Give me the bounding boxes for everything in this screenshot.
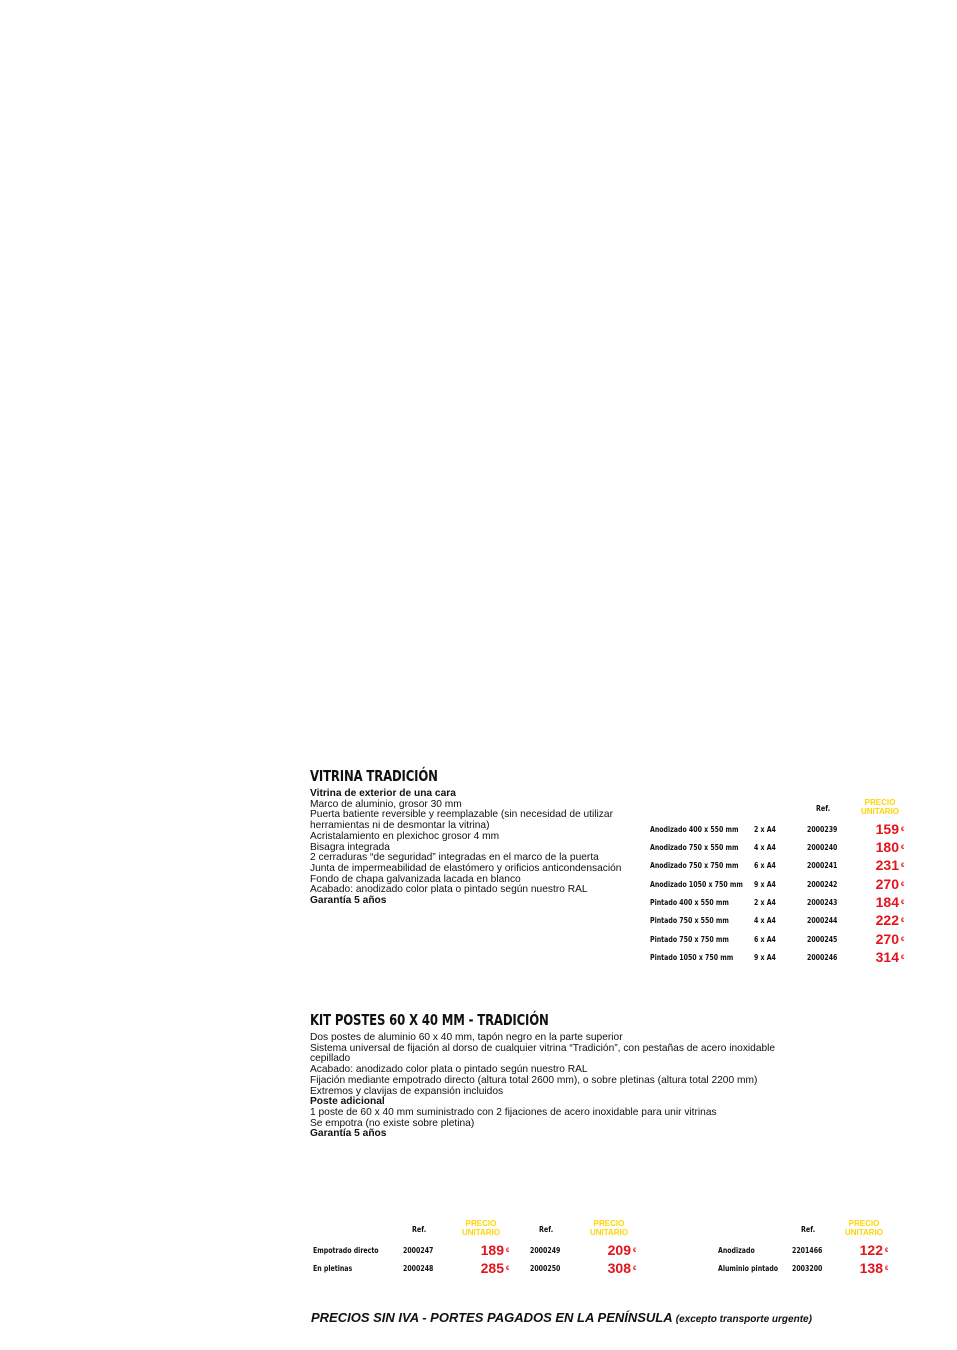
ref-cell: 2000245: [807, 935, 838, 944]
ref-cell: 2000250: [530, 1264, 561, 1273]
ref-header: Ref.: [816, 804, 831, 813]
ref-cell: 2000243: [807, 898, 838, 907]
vitrina-subtitle: Vitrina de exterior de una cara: [310, 788, 456, 799]
price-cell: 189: [480, 1242, 504, 1258]
model-cell: Anodizado 400 x 550 mm: [650, 825, 739, 834]
euro-sign: €: [901, 845, 905, 851]
kit-line: Extremos y clavijas de expansión incluid…: [310, 1085, 504, 1097]
price-header: PRECIO UNITARIO: [860, 798, 900, 816]
model-cell: Pintado 750 x 750 mm: [650, 935, 729, 944]
price-header: PRECIO UNITARIO: [844, 1219, 884, 1237]
ref-cell: 2000239: [807, 825, 838, 834]
vitrina-line: Puerta batiente reversible y reemplazabl…: [310, 809, 613, 832]
ref-header: Ref.: [539, 1225, 554, 1234]
vitrina-title: VITRINA TRADICIÓN: [310, 767, 438, 785]
euro-sign: €: [506, 1248, 510, 1254]
format-cell: 2 x A4: [754, 898, 776, 907]
finish-label: Aluminio pintado: [718, 1264, 779, 1273]
ref-cell: 2000247: [403, 1246, 434, 1255]
vitrina-line: Bisagra integrada: [310, 841, 390, 853]
model-cell: Anodizado 750 x 750 mm: [650, 861, 739, 870]
format-cell: 6 x A4: [754, 861, 776, 870]
ref-cell: 2003200: [792, 1264, 823, 1273]
price-cell: 285: [480, 1260, 504, 1276]
price-header: PRECIO UNITARIO: [589, 1219, 629, 1237]
footer-notice: PRECIOS SIN IVA - PORTES PAGADOS EN LA P…: [311, 1310, 812, 1325]
euro-sign: €: [506, 1266, 510, 1272]
format-cell: 6 x A4: [754, 935, 776, 944]
ref-header: Ref.: [801, 1225, 816, 1234]
vitrina-line: Junta de impermeabilidad de elastómero y…: [310, 862, 622, 874]
footer-note: (excepto transporte urgente): [675, 1314, 812, 1325]
vitrina-line: Fondo de chapa galvanizada lacada en bla…: [310, 873, 521, 885]
kit-line: Acabado: anodizado color plata o pintado…: [310, 1064, 588, 1076]
kit-line: Dos postes de aluminio 60 x 40 mm, tapón…: [310, 1032, 623, 1043]
finish-label: Anodizado: [718, 1246, 755, 1255]
euro-sign: €: [633, 1248, 637, 1254]
price-cell: 138: [859, 1260, 883, 1276]
model-cell: Pintado 400 x 550 mm: [650, 898, 729, 907]
price-cell: 122: [859, 1242, 883, 1258]
footer-main: PRECIOS SIN IVA - PORTES PAGADOS EN LA P…: [311, 1310, 673, 1325]
model-cell: Pintado 1050 x 750 mm: [650, 953, 734, 962]
vitrina-line: Marco de aluminio, grosor 30 mm: [310, 798, 462, 810]
format-cell: 4 x A4: [754, 843, 776, 852]
price-cell: 231: [875, 857, 899, 873]
ref-cell: 2000244: [807, 916, 838, 925]
ref-cell: 2000241: [807, 861, 838, 870]
euro-sign: €: [901, 882, 905, 888]
vitrina-line: Acabado: anodizado color plata o pintado…: [310, 884, 588, 896]
kit-extra-line: Se empotra (no existe sobre pletina): [310, 1117, 475, 1129]
price-cell: 314: [875, 949, 899, 965]
euro-sign: €: [885, 1266, 889, 1272]
euro-sign: €: [901, 918, 905, 924]
price-cell: 184: [875, 894, 899, 910]
mount-label: Empotrado directo: [313, 1246, 379, 1255]
euro-sign: €: [901, 827, 905, 833]
euro-sign: €: [901, 937, 905, 943]
price-cell: 308: [607, 1260, 631, 1276]
model-cell: Pintado 750 x 550 mm: [650, 916, 729, 925]
vitrina-description: Vitrina de exterior de una cara Marco de…: [310, 788, 645, 907]
ref-cell: 2000249: [530, 1246, 561, 1255]
ref-cell: 2000246: [807, 953, 838, 962]
vitrina-line: Acristalamiento en plexichoc grosor 4 mm: [310, 830, 500, 842]
ref-cell: 2000240: [807, 843, 838, 852]
vitrina-line: 2 cerraduras “de seguridad” integradas e…: [310, 852, 599, 864]
euro-sign: €: [901, 955, 905, 961]
price-cell: 222: [875, 912, 899, 928]
format-cell: 2 x A4: [754, 825, 776, 834]
ref-cell: 2201466: [792, 1246, 823, 1255]
kit-extra-line: 1 poste de 60 x 40 mm suministrado con 2…: [310, 1106, 717, 1118]
model-cell: Anodizado 1050 x 750 mm: [650, 880, 743, 889]
kit-description: Dos postes de aluminio 60 x 40 mm, tapón…: [310, 1032, 780, 1140]
mount-label: En pletinas: [313, 1264, 353, 1273]
price-cell: 209: [607, 1242, 631, 1258]
price-cell: 159: [875, 821, 899, 837]
euro-sign: €: [901, 900, 905, 906]
price-cell: 180: [875, 839, 899, 855]
vitrina-warranty: Garantía 5 años: [310, 895, 387, 907]
model-cell: Anodizado 750 x 550 mm: [650, 843, 739, 852]
price-cell: 270: [875, 876, 899, 892]
euro-sign: €: [901, 863, 905, 869]
kit-extra-title: Poste adicional: [310, 1096, 385, 1108]
ref-header: Ref.: [412, 1225, 427, 1234]
ref-cell: 2000248: [403, 1264, 434, 1273]
kit-title: KIT POSTES 60 X 40 MM - TRADICIÓN: [310, 1011, 549, 1029]
kit-line: Sistema universal de fijación al dorso d…: [310, 1042, 776, 1065]
format-cell: 4 x A4: [754, 916, 776, 925]
format-cell: 9 x A4: [754, 880, 776, 889]
ref-cell: 2000242: [807, 880, 838, 889]
price-header: PRECIO UNITARIO: [461, 1219, 501, 1237]
kit-warranty: Garantía 5 años: [310, 1128, 387, 1140]
price-cell: 270: [875, 931, 899, 947]
kit-line: Fijación mediante empotrado directo (alt…: [310, 1074, 758, 1086]
euro-sign: €: [885, 1248, 889, 1254]
euro-sign: €: [633, 1266, 637, 1272]
format-cell: 9 x A4: [754, 953, 776, 962]
